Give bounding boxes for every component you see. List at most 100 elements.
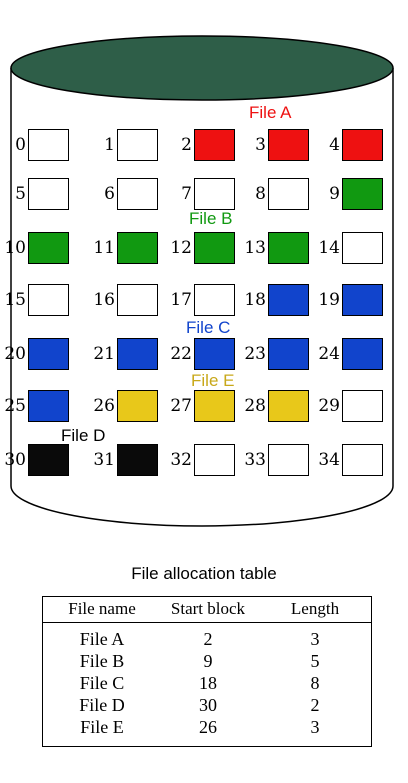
block-free	[28, 284, 69, 316]
block-file-c	[28, 390, 69, 422]
block-file-b	[268, 232, 309, 264]
block-free	[117, 178, 158, 210]
file-allocation-table: File name Start block Length File A 2 3 …	[42, 596, 372, 747]
fat-header-start-block: Start block	[170, 599, 246, 618]
block-number: 24	[318, 344, 340, 364]
block-number: 1	[104, 135, 115, 155]
block-number: 9	[329, 184, 340, 204]
fat-header-file-name: File name	[68, 599, 136, 618]
block-free	[268, 444, 309, 476]
file-label-d: File D	[61, 426, 106, 445]
block-file-a	[342, 129, 383, 161]
block-number: 15	[4, 290, 26, 310]
block-free	[28, 129, 69, 161]
fat-cell-length: 3	[310, 629, 320, 649]
block-number: 20	[4, 344, 26, 364]
block-number: 28	[244, 396, 266, 416]
table-row: File A 2 3	[43, 628, 371, 650]
block-free	[342, 390, 383, 422]
block-free	[194, 444, 235, 476]
block-free	[342, 232, 383, 264]
block-number: 21	[93, 344, 115, 364]
block-free	[194, 284, 235, 316]
block-number: 30	[4, 450, 26, 470]
block-free	[28, 178, 69, 210]
disk-top	[10, 35, 394, 101]
fat-title: File allocation table	[131, 564, 277, 583]
block-number: 10	[4, 238, 26, 258]
block-file-b	[342, 178, 383, 210]
block-number: 19	[318, 290, 340, 310]
block-file-b	[194, 232, 235, 264]
block-file-e	[268, 390, 309, 422]
block-number: 32	[170, 450, 192, 470]
file-label-b: File B	[189, 209, 233, 228]
fat-cell-file: File C	[79, 673, 125, 693]
block-file-c	[268, 338, 309, 370]
block-number: 0	[15, 135, 26, 155]
fat-cell-start: 9	[203, 651, 213, 671]
block-number: 31	[93, 450, 115, 470]
table-row: File E 26 3	[43, 716, 371, 738]
block-number: 2	[181, 135, 192, 155]
block-number: 23	[244, 344, 266, 364]
block-number: 22	[170, 344, 192, 364]
file-label-c: File C	[186, 318, 231, 337]
block-number: 12	[170, 238, 192, 258]
block-file-c	[117, 338, 158, 370]
block-number: 34	[318, 450, 340, 470]
fat-cell-file: File D	[79, 695, 125, 715]
block-number: 5	[15, 184, 26, 204]
block-file-c	[194, 338, 235, 370]
fat-cell-start: 2	[203, 629, 213, 649]
table-row: File B 9 5	[43, 650, 371, 672]
block-file-d	[117, 444, 158, 476]
block-number: 17	[170, 290, 192, 310]
fat-cell-file: File E	[80, 717, 124, 737]
block-number: 6	[104, 184, 115, 204]
fat-header-length: Length	[290, 599, 340, 618]
block-number: 26	[93, 396, 115, 416]
block-file-a	[268, 129, 309, 161]
fat-cell-start: 26	[199, 717, 217, 737]
block-file-c	[342, 338, 383, 370]
block-number: 29	[318, 396, 340, 416]
block-file-e	[117, 390, 158, 422]
block-free	[117, 284, 158, 316]
table-row: File C 18 8	[43, 672, 371, 694]
fat-cell-length: 5	[310, 651, 320, 671]
block-file-d	[28, 444, 69, 476]
fat-cell-length: 8	[310, 673, 320, 693]
table-row: File D 30 2	[43, 694, 371, 716]
block-number: 25	[4, 396, 26, 416]
fat-cell-length: 3	[310, 717, 320, 737]
fat-cell-file: File A	[79, 629, 125, 649]
block-number: 14	[318, 238, 340, 258]
block-file-c	[28, 338, 69, 370]
block-free	[342, 444, 383, 476]
fat-header-row: File name Start block Length	[43, 597, 371, 623]
block-file-a	[194, 129, 235, 161]
block-free	[117, 129, 158, 161]
file-label-a: File A	[249, 103, 292, 122]
fat-cell-start: 30	[199, 695, 217, 715]
fat-cell-start: 18	[199, 673, 217, 693]
fat-cell-length: 2	[310, 695, 320, 715]
block-file-b	[117, 232, 158, 264]
block-file-e	[194, 390, 235, 422]
block-number: 4	[329, 135, 340, 155]
block-number: 27	[170, 396, 192, 416]
block-number: 3	[255, 135, 266, 155]
block-number: 11	[93, 238, 115, 258]
block-number: 18	[244, 290, 266, 310]
block-file-c	[342, 284, 383, 316]
file-label-e: File E	[191, 371, 235, 390]
block-number: 7	[181, 184, 192, 204]
fat-cell-file: File B	[79, 651, 125, 671]
block-number: 33	[244, 450, 266, 470]
block-free	[268, 178, 309, 210]
block-number: 8	[255, 184, 266, 204]
block-file-b	[28, 232, 69, 264]
block-number: 13	[244, 238, 266, 258]
block-file-c	[268, 284, 309, 316]
